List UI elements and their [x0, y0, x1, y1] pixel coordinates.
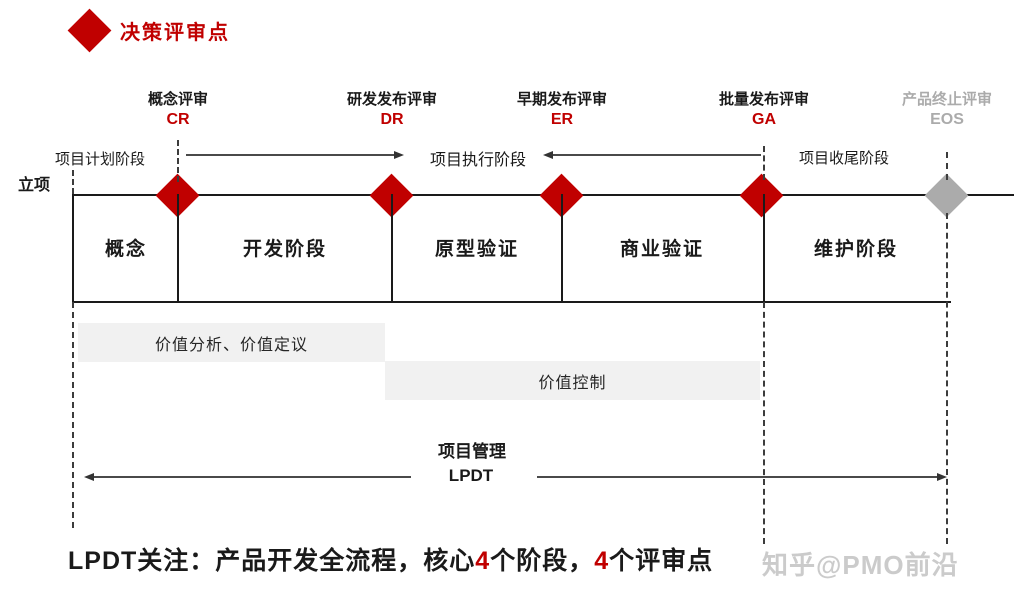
dashed-line-eos-top: [946, 152, 948, 180]
dashed-line-eos-bottom: [946, 213, 948, 544]
lpdt-span-line-left: [94, 476, 411, 478]
span-label-plan: 项目计划阶段: [55, 151, 146, 168]
lpdt-span-line-right: [537, 476, 939, 478]
dashed-line-ga-top: [763, 146, 765, 180]
table-border-er: [561, 194, 563, 302]
phase-maintain: 维护阶段: [813, 239, 899, 260]
start-milestone-label: 立项: [18, 177, 51, 194]
execution-span-arrow-right-icon: [394, 151, 404, 159]
review-code-cr: CR: [166, 111, 190, 128]
review-code-eos: EOS: [930, 111, 964, 128]
phase-prototype: 原型验证: [434, 239, 520, 260]
dashed-line-start-top: [72, 170, 74, 194]
review-name-eos: 产品终止评审: [901, 91, 993, 108]
lpdt-arrow-right-icon: [937, 473, 947, 481]
review-name-dr: 研发发布评审: [346, 91, 438, 108]
execution-span-line-right: [553, 154, 761, 156]
milestone-diamond-eos-icon: [924, 173, 969, 218]
table-border-bottom: [73, 301, 951, 303]
value-control-bar: 价值控制: [385, 361, 760, 400]
phase-develop: 开发阶段: [242, 239, 328, 260]
review-code-ga: GA: [752, 111, 776, 128]
milestone-diamond-ga-icon: [739, 173, 784, 218]
footer-seg-3: 个阶段，: [490, 547, 595, 575]
footer-seg-2: 4: [475, 547, 491, 575]
span-label-exec: 项目执行阶段: [429, 152, 527, 169]
value-control-label: 价值控制: [538, 374, 607, 392]
legend-label: 决策评审点: [120, 22, 230, 44]
watermark: 知乎@PMO前沿: [762, 550, 959, 580]
footer-seg-5: 个评审点: [609, 547, 714, 575]
execution-span-line-left: [186, 154, 394, 156]
management-team: LPDT: [448, 466, 494, 485]
management-title: 项目管理: [438, 442, 506, 461]
span-label-close: 项目收尾阶段: [799, 150, 890, 167]
review-code-er: ER: [550, 111, 574, 128]
value-analysis-label: 价值分析、价值定议: [154, 336, 308, 354]
review-name-cr: 概念评审: [147, 91, 209, 108]
review-name-ga: 批量发布评审: [718, 91, 810, 108]
footer-seg-1: LPDT关注：产品开发全流程，核心: [68, 547, 476, 575]
table-border-cr: [177, 194, 179, 302]
phase-commercial: 商业验证: [619, 239, 705, 260]
dashed-line-ga-bottom: [763, 302, 765, 544]
execution-span-arrow-left-icon: [543, 151, 553, 159]
phase-concept: 概念: [104, 239, 148, 260]
footer-seg-4: 4: [594, 547, 610, 575]
value-analysis-bar: 价值分析、价值定议: [78, 323, 385, 362]
table-border-dr: [391, 194, 393, 302]
table-border-left: [72, 194, 74, 302]
decision-review-diamond-icon: [67, 8, 112, 53]
dashed-line-start-bottom: [72, 302, 74, 528]
review-code-dr: DR: [380, 111, 404, 128]
footer-summary: LPDT关注：产品开发全流程，核心4个阶段，4个评审点: [68, 541, 713, 577]
review-name-er: 早期发布评审: [516, 91, 608, 108]
table-border-ga: [763, 194, 765, 302]
lpdt-arrow-left-icon: [84, 473, 94, 481]
dashed-line-cr: [177, 140, 179, 182]
